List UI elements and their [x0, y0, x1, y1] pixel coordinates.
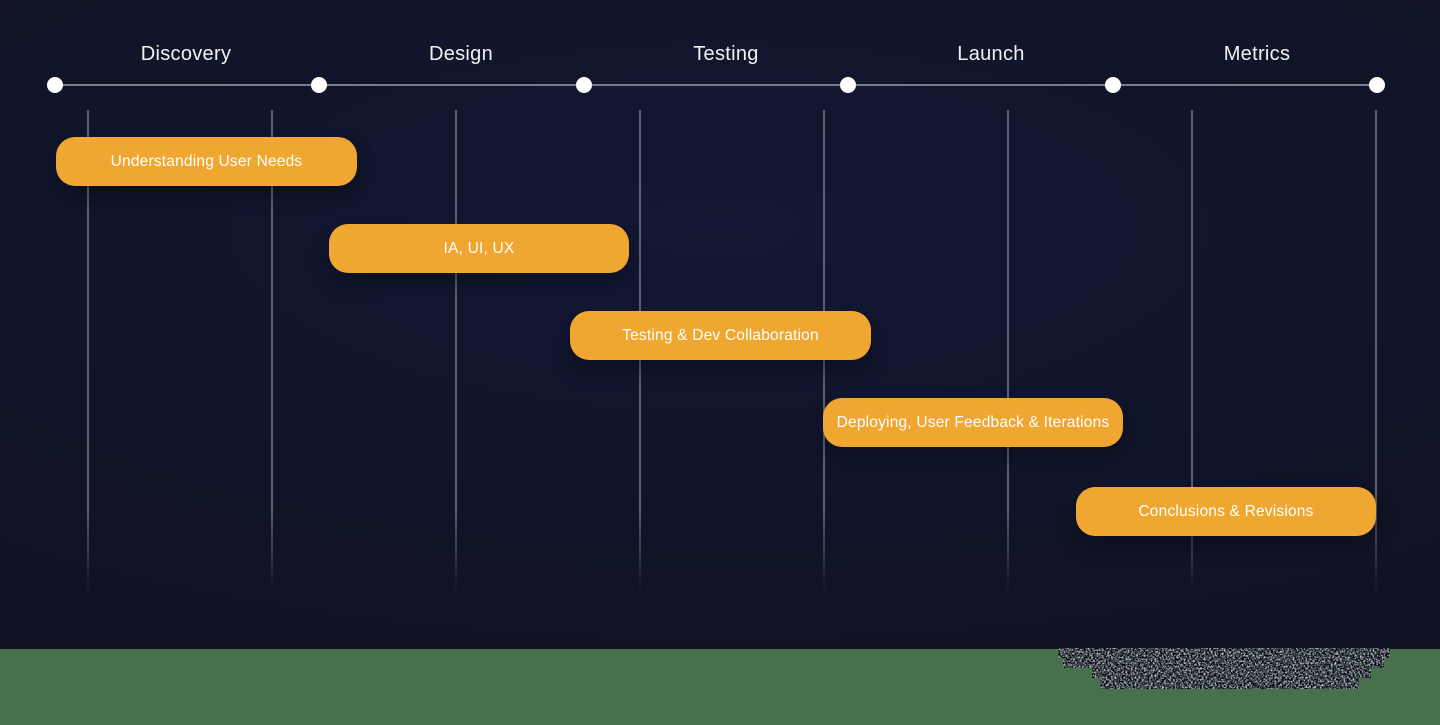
phase-label-discovery: Discovery: [140, 43, 232, 65]
phase-label-launch: Launch: [957, 43, 1025, 65]
milestone-dot-icon: [47, 77, 63, 93]
phase-label-metrics: Metrics: [1223, 43, 1291, 65]
task-bar-conclusions-revisions: Conclusions & Revisions: [1076, 487, 1376, 536]
task-bar-testing-dev-collaboration: Testing & Dev Collaboration: [570, 311, 871, 360]
milestone-dot-icon: [1105, 77, 1121, 93]
milestone-dot-icon: [311, 77, 327, 93]
task-bar-deploying-feedback-iterations: Deploying, User Feedback & Iterations: [823, 398, 1123, 447]
task-bar-understanding-user-needs: Understanding User Needs: [56, 137, 357, 186]
gridline: [87, 110, 89, 593]
static-noise-artifact: [1058, 648, 1390, 689]
gridline: [455, 110, 457, 593]
milestone-dot-icon: [576, 77, 592, 93]
task-bar-ia-ui-ux: IA, UI, UX: [329, 224, 629, 273]
milestone-dot-icon: [840, 77, 856, 93]
gridline: [271, 110, 273, 593]
timeline-line: [55, 84, 1377, 86]
chart-area: Discovery Design Testing Launch Metrics …: [0, 0, 1440, 649]
phase-label-testing: Testing: [693, 43, 759, 65]
phase-label-design: Design: [428, 43, 494, 65]
milestone-dot-icon: [1369, 77, 1385, 93]
gridline: [1007, 110, 1009, 593]
gridline: [1191, 110, 1193, 593]
gridline: [1375, 110, 1377, 593]
